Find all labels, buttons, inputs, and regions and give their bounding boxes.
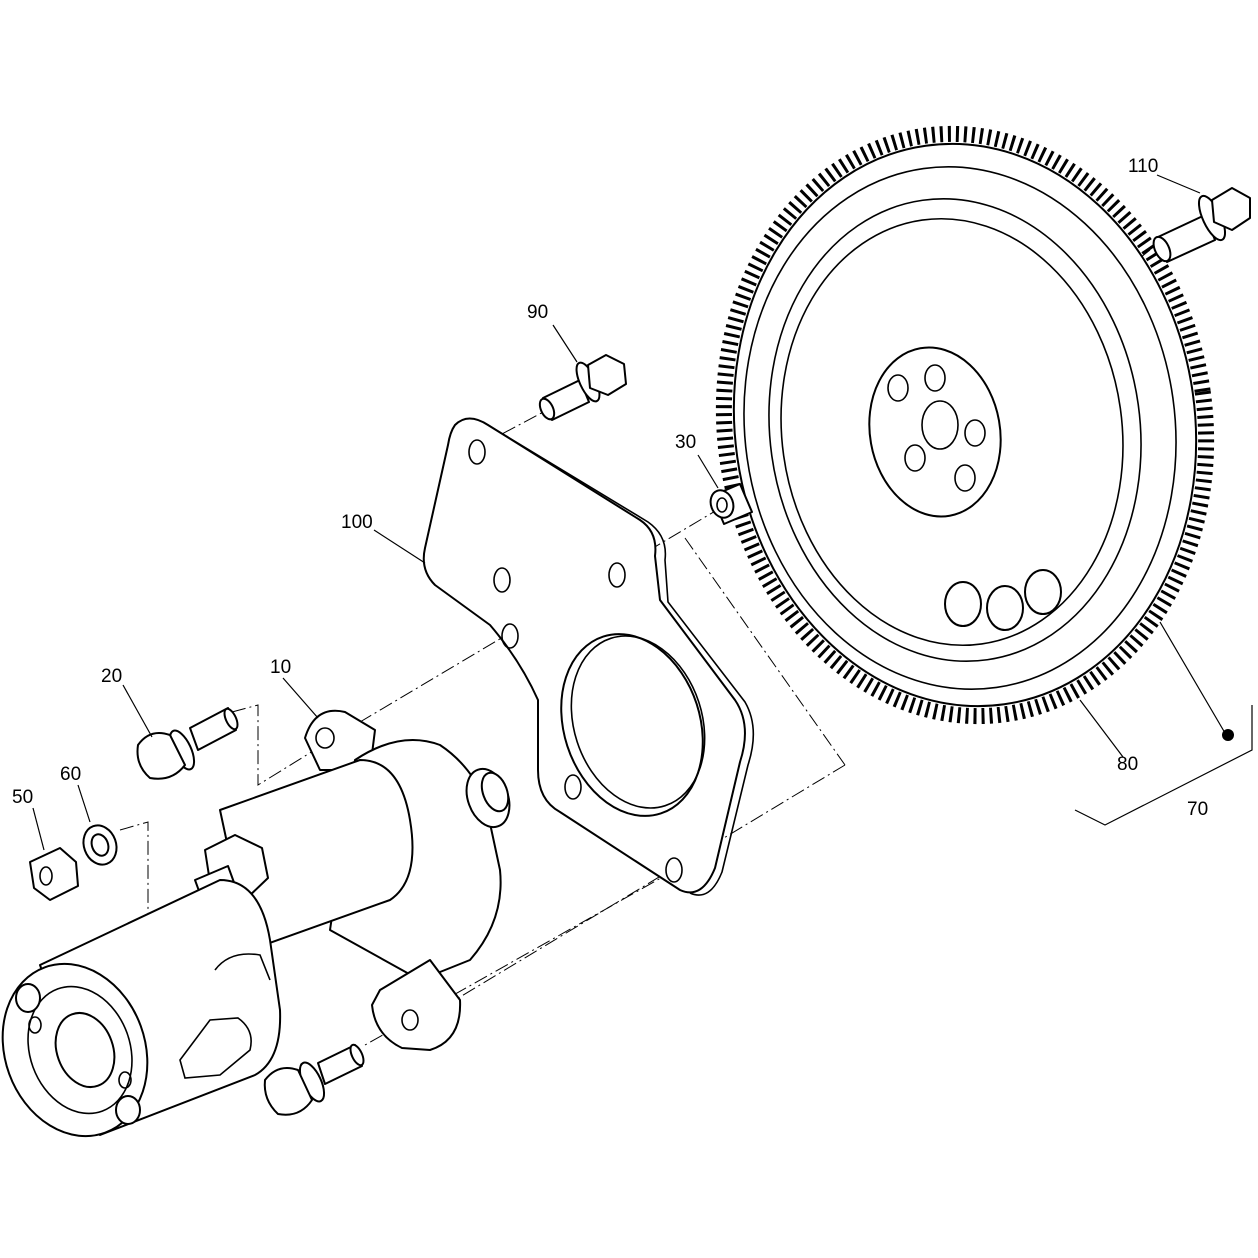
starter-bolt-head: [263, 1067, 313, 1116]
group-bracket: [1074, 705, 1253, 826]
starter-end-screw: [118, 1071, 132, 1089]
adapter-plate-edge-thickness: [487, 424, 755, 896]
starter-end-cap-ring: [27, 985, 133, 1115]
plate-bolt[interactable]: [537, 354, 627, 422]
plate-bolt-shank-end: [538, 397, 556, 421]
hex-nut[interactable]: [29, 847, 79, 901]
adapter-plate-hole: [501, 623, 519, 649]
callout-60[interactable]: 60: [60, 764, 81, 785]
starter-through-bolt: [115, 1095, 141, 1125]
bushing-bore: [716, 497, 728, 513]
adapter-plate-hole: [468, 439, 486, 465]
adapter-plate-opening-edge: [570, 635, 706, 809]
flywheel-bolt-head: [1211, 187, 1251, 231]
hex-nut-bore: [39, 866, 53, 886]
callout-100[interactable]: 100: [341, 512, 373, 533]
flywheel-face-step-inner: [780, 217, 1124, 647]
adapter-plate-hole: [564, 774, 582, 800]
flywheel-ring-gear-teeth: [715, 125, 1215, 725]
flywheel-bolt-hole: [964, 419, 986, 447]
callout-90[interactable]: 90: [527, 302, 548, 323]
flywheel-balance-hole: [944, 581, 982, 627]
flywheel-bolt-hole: [904, 444, 926, 472]
callout-30[interactable]: 30: [675, 432, 696, 453]
callouts: 110 90 30 100 10 20 60 50 80 70: [12, 156, 1208, 820]
starter-bolt-shank-end: [223, 707, 239, 731]
plate-bolt-head: [587, 354, 627, 396]
adapter-plate-hole: [608, 562, 626, 588]
starter-bolt-lower[interactable]: [263, 1043, 366, 1116]
adapter-plate-hole: [493, 567, 511, 593]
hex-nut-body: [29, 847, 79, 901]
callout-70[interactable]: 70: [1187, 799, 1208, 820]
flywheel-bolt-hole: [924, 364, 946, 392]
adapter-plate-opening: [560, 633, 704, 817]
bushing[interactable]: [707, 483, 753, 525]
starter-mount-lug-hole: [315, 727, 335, 749]
adapter-plate-hole: [665, 857, 683, 883]
starter-pinion-shaft: [480, 771, 510, 813]
flywheel-bolt-shank-end: [1152, 235, 1172, 263]
flywheel-bolt-hole: [954, 464, 976, 492]
starter-bolt-shank-end: [349, 1043, 365, 1067]
flywheel-bolt[interactable]: [1150, 187, 1251, 264]
starter-bolt-head: [136, 732, 186, 780]
flywheel-ring-inner-edge: [743, 166, 1177, 690]
lock-washer[interactable]: [78, 821, 122, 870]
starter-motor[interactable]: [0, 709, 517, 1157]
flywheel-face-step: [768, 198, 1142, 662]
leader-lines: [32, 174, 1253, 851]
starter-wire-loop: [179, 1017, 252, 1079]
starter-mount-lug-bottom: [371, 959, 462, 1051]
starter-solenoid: [219, 759, 414, 951]
flywheel[interactable]: [687, 102, 1244, 747]
callout-20[interactable]: 20: [101, 666, 122, 687]
lock-washer-bore: [90, 833, 110, 857]
flywheel-balance-hole: [986, 585, 1024, 631]
callout-110[interactable]: 110: [1128, 156, 1158, 177]
starter-end-screw: [28, 1016, 42, 1034]
starter-wire-loop: [214, 953, 271, 981]
callout-10[interactable]: 10: [270, 657, 291, 678]
starter-bolt-upper[interactable]: [136, 707, 241, 780]
callout-50[interactable]: 50: [12, 787, 33, 808]
group-marker-dot: [1222, 729, 1234, 741]
flywheel-center-bore: [921, 400, 959, 450]
bushing-end: [709, 489, 735, 519]
starter-mount-lug-hole: [401, 1009, 419, 1031]
starter-through-bolt: [15, 983, 41, 1013]
flywheel-balance-hole: [1024, 569, 1062, 615]
starter-end-bearing: [54, 1012, 116, 1088]
callout-80[interactable]: 80: [1117, 754, 1138, 775]
flywheel-bolt-hole: [887, 374, 909, 402]
adapter-plate[interactable]: [422, 417, 755, 896]
flywheel-hub: [868, 346, 1002, 518]
